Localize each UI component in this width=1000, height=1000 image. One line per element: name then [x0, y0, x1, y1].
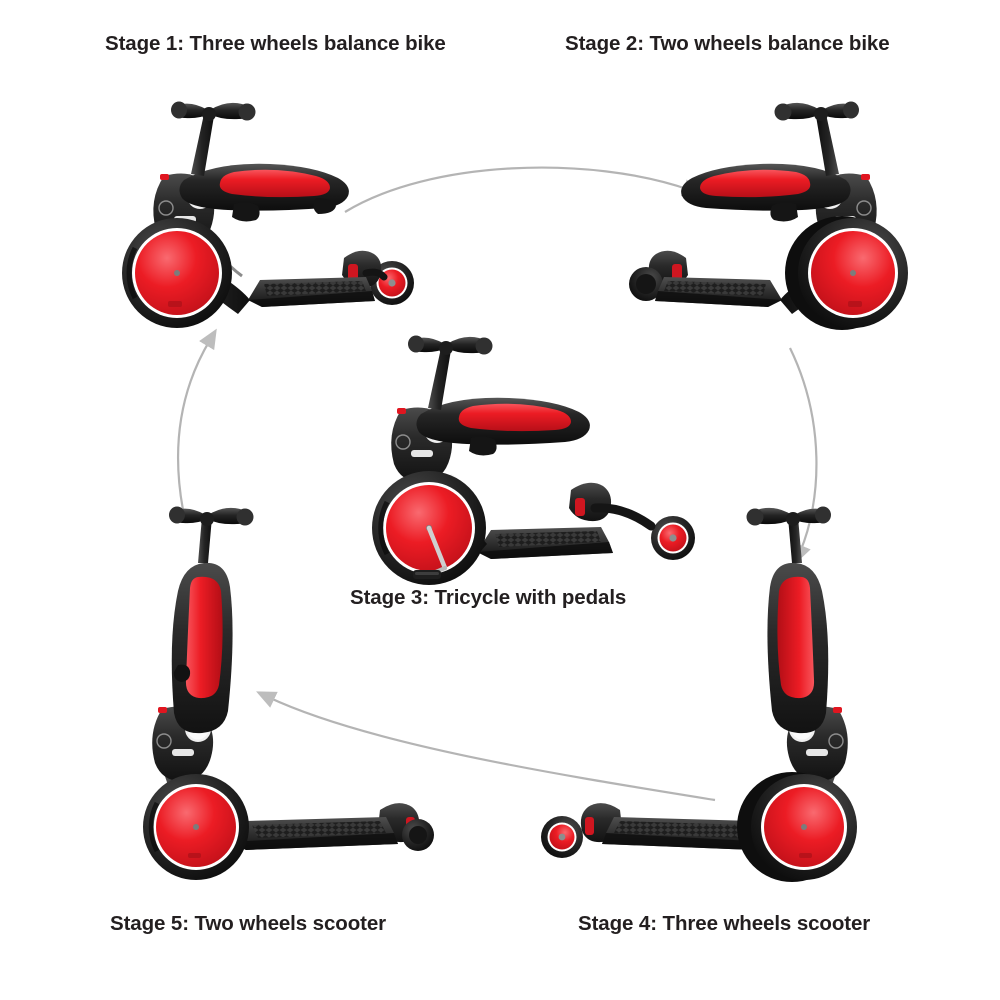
reflector-strip — [447, 474, 467, 518]
lower-frame — [760, 749, 840, 849]
label-plate — [174, 216, 196, 223]
pivot-button — [187, 183, 213, 209]
handlebar — [408, 335, 493, 355]
hinge-block — [391, 407, 453, 483]
flow-arrow-left — [177, 328, 217, 521]
deck — [248, 277, 375, 307]
hinge-block — [786, 706, 848, 782]
frame-curve — [188, 207, 243, 278]
seat-shell — [416, 397, 590, 445]
rear-wheel — [651, 516, 695, 560]
pivot-button — [424, 417, 450, 443]
brand-emblem — [856, 200, 872, 216]
rear-wheels-group — [541, 803, 622, 858]
rear-wheel-group — [378, 803, 434, 851]
stage5-product-illustration — [143, 506, 434, 880]
stem-red-pad — [185, 576, 223, 699]
flow-arrow-right — [789, 347, 818, 565]
red-indicator — [158, 707, 167, 713]
hinge-block — [153, 173, 215, 249]
brand-emblem — [395, 434, 411, 450]
folded-seat-stem — [767, 562, 829, 734]
reflector-strip — [778, 773, 798, 817]
flow-arrow-bottom — [256, 691, 716, 802]
pivot-button — [789, 716, 815, 742]
seat-cushion — [458, 403, 571, 432]
seat-cushion — [700, 169, 811, 198]
rear-fender-group — [629, 250, 688, 301]
handlebar — [169, 506, 254, 526]
stage1-product-illustration — [122, 101, 414, 328]
stem-red-pad — [777, 576, 815, 699]
rear-fender — [342, 250, 382, 288]
front-wheel — [122, 218, 232, 328]
reflector-strip — [800, 238, 820, 280]
seat-post-clamp — [469, 436, 497, 456]
steering-column — [428, 348, 451, 410]
label-plate — [806, 749, 828, 756]
lower-frame — [168, 216, 250, 314]
reflector-strip — [202, 773, 222, 817]
stage-1-label: Stage 1: Three wheels balance bike — [105, 32, 446, 55]
brand-emblem — [158, 200, 174, 216]
rear-wheel — [370, 261, 414, 305]
stage-2-label: Stage 2: Two wheels balance bike — [565, 32, 890, 55]
lower-frame — [160, 749, 240, 849]
front-wheel — [372, 471, 486, 585]
flow-arrows — [177, 166, 818, 802]
handlebar — [171, 101, 256, 121]
seat-shell — [179, 163, 349, 211]
deck — [602, 817, 770, 850]
steering-column — [788, 517, 802, 563]
red-indicator — [861, 174, 870, 180]
deck — [477, 527, 613, 559]
stage3-product-illustration — [372, 335, 695, 585]
pivot-button — [817, 183, 843, 209]
pedal-crank — [413, 525, 448, 579]
pivot-button — [185, 716, 211, 742]
reflector-strip — [210, 238, 230, 280]
stage-4-label: Stage 4: Three wheels scooter — [578, 912, 871, 935]
hinge-block — [152, 706, 214, 782]
stage-3-label: Stage 3: Tricycle with pedals — [350, 586, 627, 609]
stage4-product-illustration — [541, 506, 857, 882]
seat-cushion — [219, 169, 330, 198]
label-plate — [172, 749, 194, 756]
seat-post-clamp — [232, 202, 260, 222]
lower-frame — [405, 450, 487, 558]
front-wheel — [785, 216, 908, 330]
deck — [655, 277, 782, 307]
lower-frame — [780, 216, 862, 314]
flow-arrow-top — [344, 166, 703, 213]
hinge-block — [815, 173, 877, 249]
deck — [230, 817, 398, 850]
seat-shell — [681, 163, 851, 211]
red-indicator — [160, 174, 169, 180]
label-plate — [834, 216, 856, 223]
handlebar — [774, 101, 859, 121]
label-plate — [411, 450, 433, 457]
steering-column — [191, 114, 214, 176]
folded-seat-stem — [171, 562, 233, 734]
red-indicator — [397, 408, 406, 414]
red-indicator — [833, 707, 842, 713]
stage-5-label: Stage 5: Two wheels scooter — [110, 912, 387, 935]
front-wheel — [737, 772, 857, 882]
stage2-product-illustration — [629, 101, 908, 330]
handlebar — [746, 506, 831, 526]
pedal — [413, 570, 441, 579]
brand-emblem — [156, 733, 172, 749]
brand-emblem — [828, 733, 844, 749]
steering-column — [198, 517, 212, 563]
seat-post-clamp — [770, 202, 798, 222]
steering-column — [816, 114, 839, 176]
front-wheel — [143, 774, 249, 880]
rear-fender — [569, 482, 612, 522]
